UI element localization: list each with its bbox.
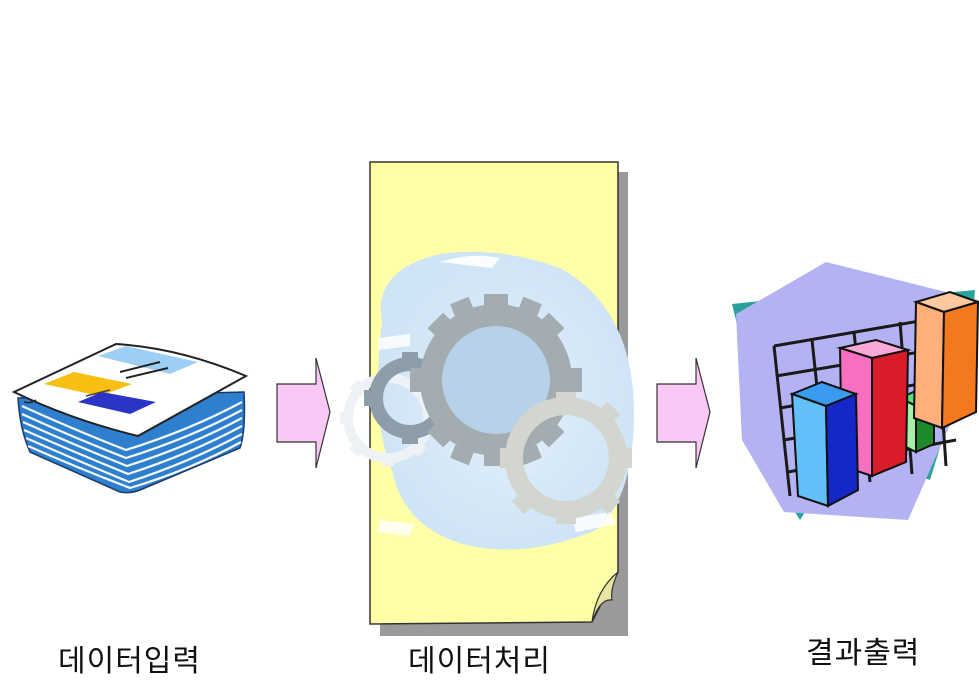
step-label-input: 데이터입력 <box>58 644 201 679</box>
paper-stack-icon <box>11 342 249 494</box>
arrow-right-2 <box>656 357 711 469</box>
chart-bar-blue <box>789 380 860 508</box>
step-label-process: 데이터처리 <box>408 644 551 679</box>
small-gear-right-icon <box>500 392 632 524</box>
gears-document-icon <box>340 161 635 636</box>
bar-chart-icon <box>732 262 979 520</box>
chart-bar-orange <box>912 290 979 430</box>
arrow-right-1 <box>276 357 331 469</box>
step-label-output: 결과출력 <box>806 636 921 671</box>
